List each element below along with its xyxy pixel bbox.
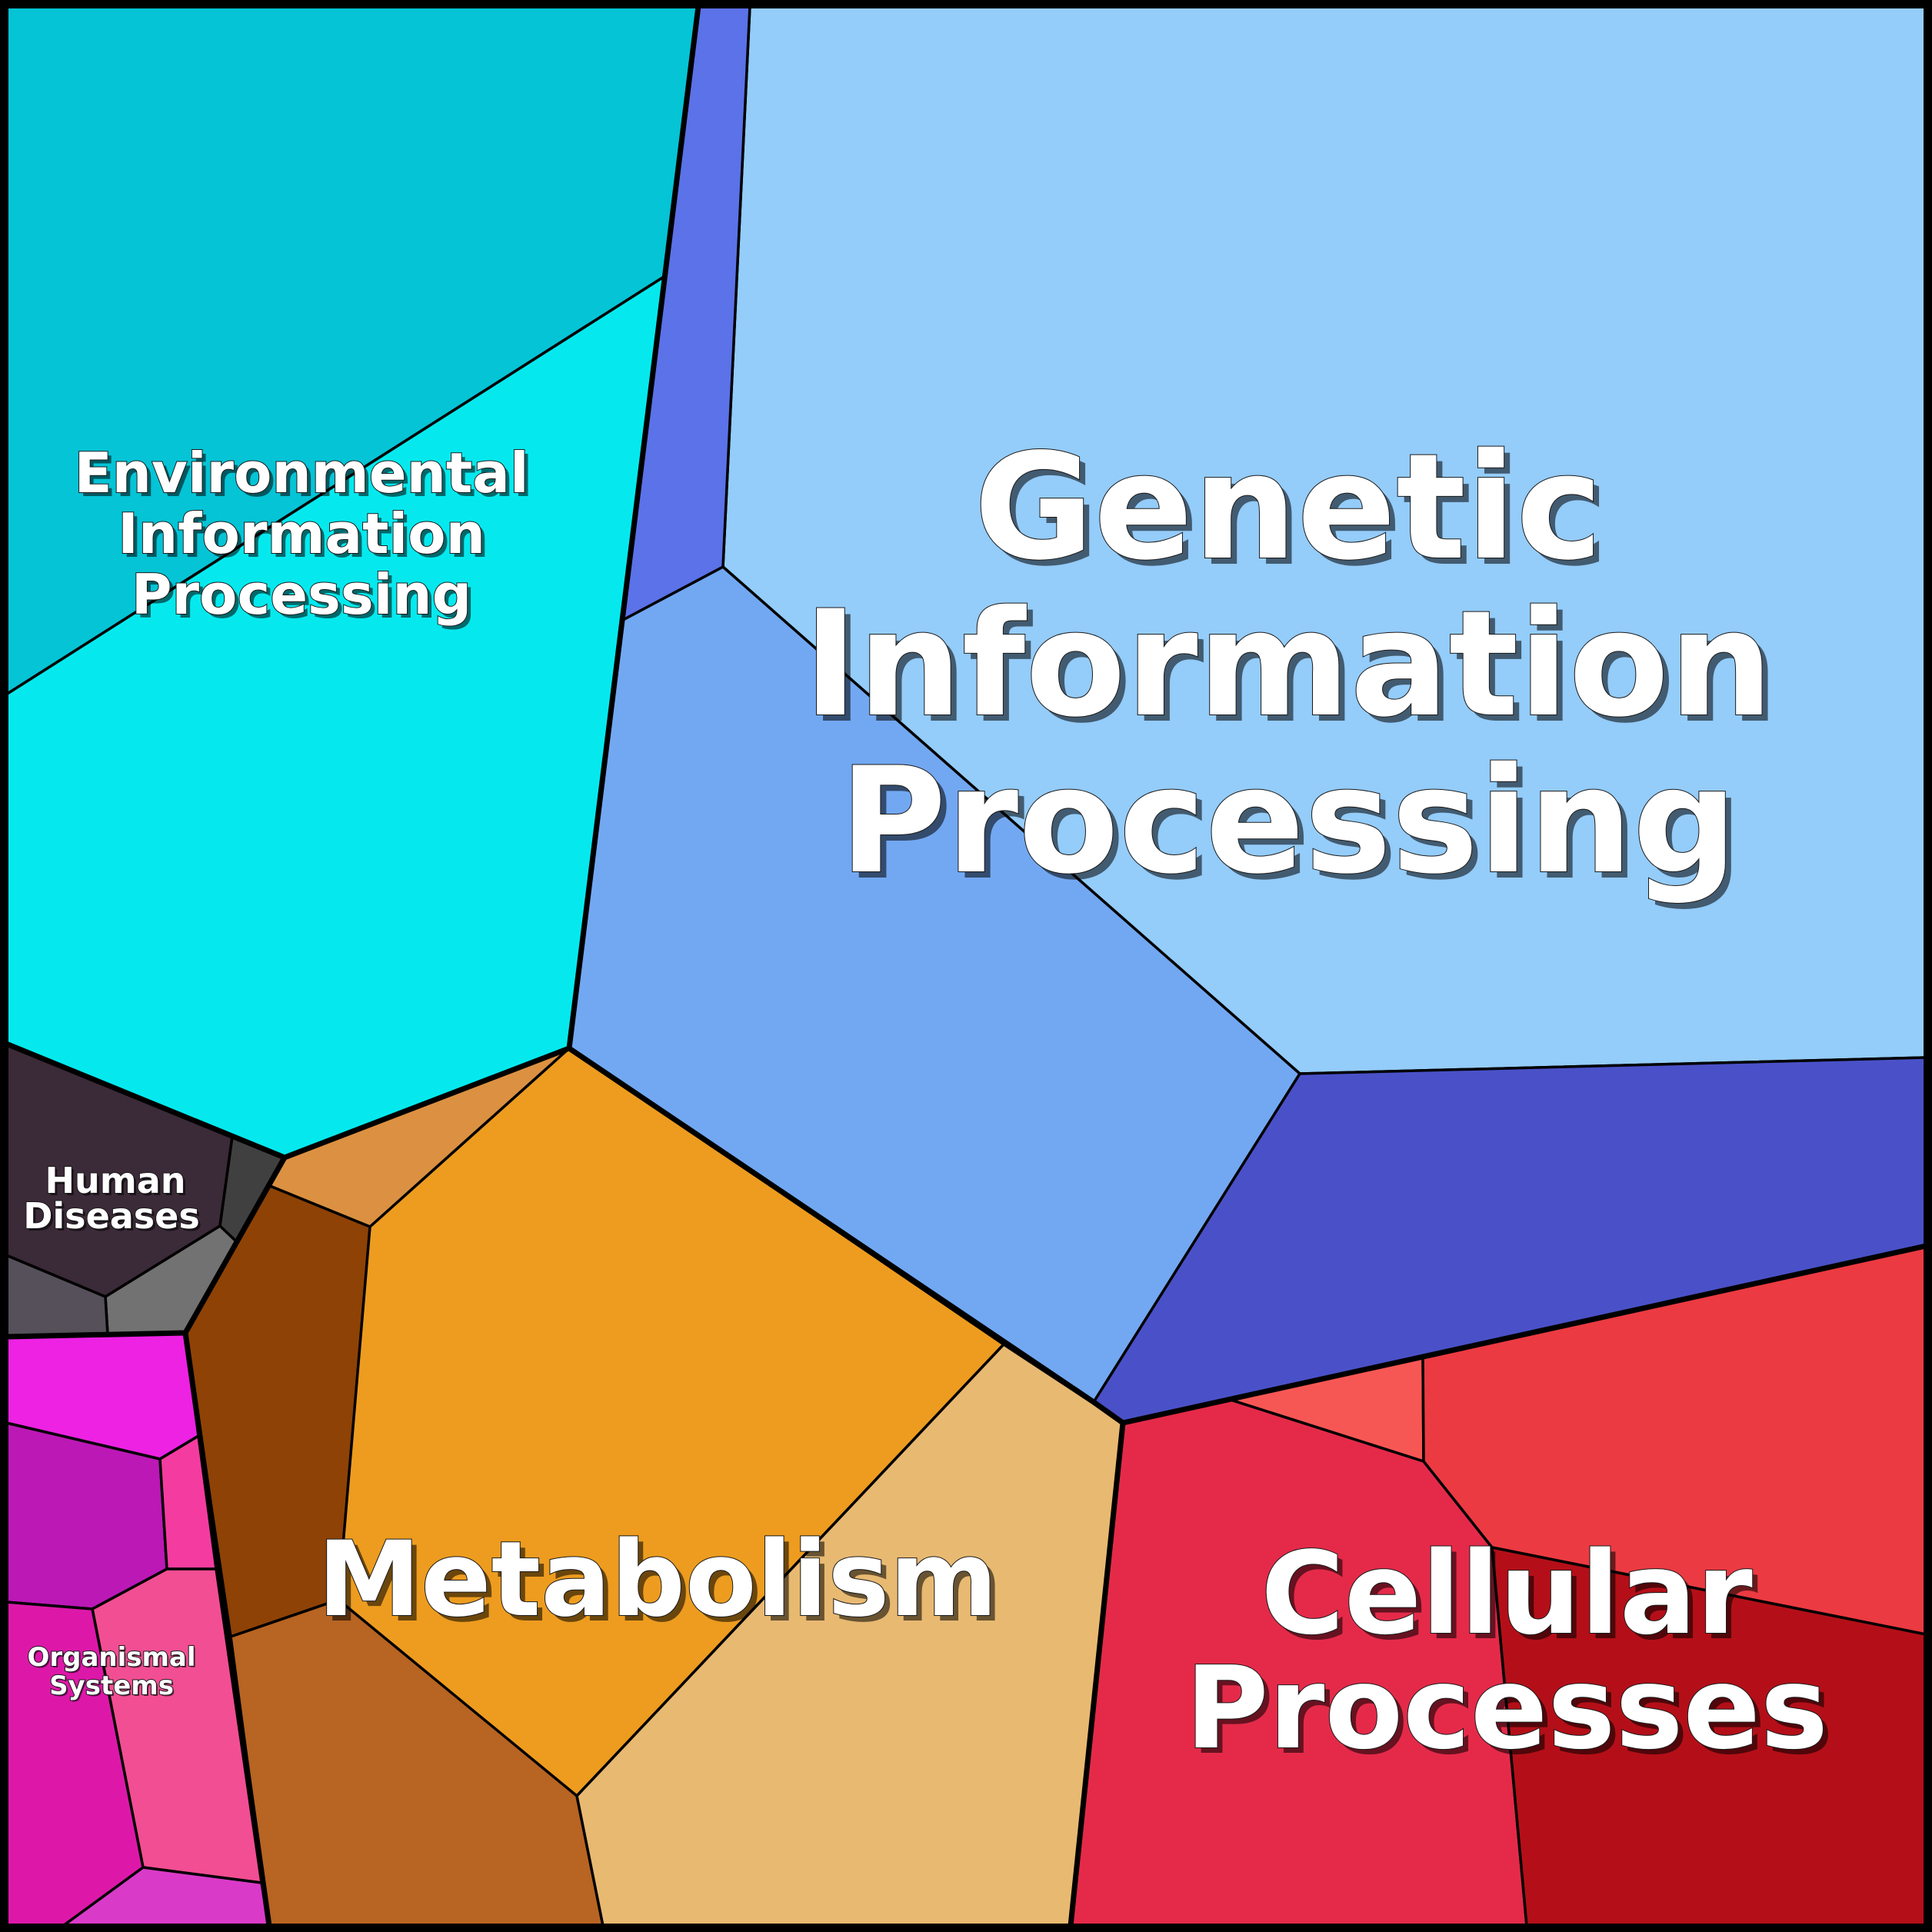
genetic-label-line-1: Genetic: [974, 422, 1603, 592]
organismal-label-line-1: Organismal: [27, 1642, 195, 1673]
organismal-systems-region: [5, 1331, 271, 1927]
svg-text:Diseases: Diseases: [25, 1198, 202, 1239]
organismal-systems-label: Organismal Organismal Systems Systems: [26, 1641, 197, 1703]
svg-text:Processes: Processes: [1191, 1647, 1834, 1780]
svg-text:Human: Human: [48, 1162, 188, 1204]
genetic-label-line-2: Information: [804, 579, 1774, 749]
human-label-line-1: Human: [45, 1160, 186, 1201]
svg-text:Processing: Processing: [135, 566, 475, 631]
genetic-information-processing-label: Genetic Genetic Information Information …: [803, 421, 1780, 912]
genetic-information-processing-region: [568, 5, 1927, 1424]
svg-text:Processing: Processing: [845, 742, 1744, 912]
svg-text:Information: Information: [810, 585, 1780, 755]
svg-text:Cellular: Cellular: [1266, 1533, 1757, 1665]
svg-text:Organismal: Organismal: [28, 1644, 197, 1674]
environmental-label-line-2: Information: [118, 501, 485, 566]
environmental-label-line-1: Environmental: [74, 441, 528, 505]
environmental-label-line-3: Processing: [132, 562, 471, 627]
cellular-processes-label: Cellular Cellular Processes Processes: [1184, 1527, 1834, 1780]
svg-text:Systems: Systems: [51, 1672, 175, 1703]
genetic-label-line-3: Processing: [839, 736, 1737, 906]
cellular-label-line-2: Processes: [1185, 1642, 1828, 1774]
cellular-processes-region: [1069, 1244, 1927, 1927]
metabolism-region: [184, 1047, 1124, 1927]
environmental-information-processing-label: Environmental Environmental Information …: [73, 440, 532, 631]
group-borders: [5, 5, 1927, 1927]
metabolism-label: Metabolism Metabolism: [317, 1518, 1004, 1645]
human-diseases-label: Human Human Diseases Diseases: [22, 1159, 202, 1239]
cellular-label-line-1: Cellular: [1261, 1527, 1752, 1660]
svg-text:Genetic: Genetic: [980, 428, 1609, 598]
human-label-line-2: Diseases: [23, 1195, 200, 1237]
metabolism-label-line-1: Metabolism: [318, 1519, 998, 1640]
svg-text:Environmental: Environmental: [78, 445, 532, 509]
organismal-label-line-2: Systems: [49, 1671, 174, 1701]
svg-text:Information: Information: [122, 505, 489, 570]
svg-text:Metabolism: Metabolism: [323, 1524, 1004, 1645]
